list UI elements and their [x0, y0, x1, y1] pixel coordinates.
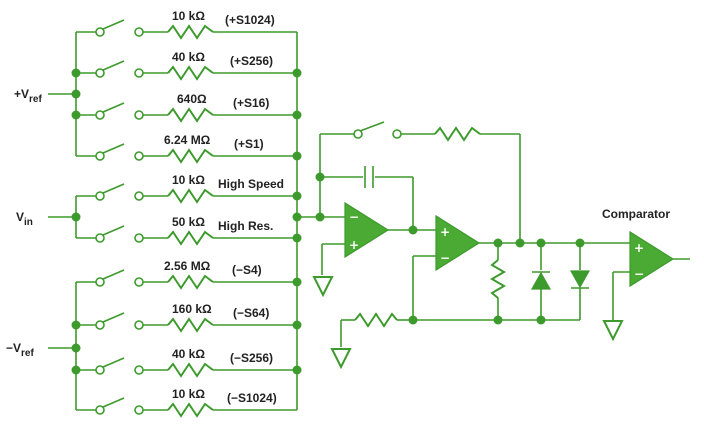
branch-row: 40 kΩ (+S256)	[76, 50, 297, 81]
branch-row: 10 kΩ (−S1024)	[76, 387, 297, 418]
branch-tag-label: (+S16)	[233, 96, 269, 110]
resistor-value-label: 640Ω	[177, 92, 207, 106]
branch-tag-label: (+S1024)	[225, 13, 275, 27]
amplifier-opamp-icon	[435, 214, 481, 272]
comparator-section: Comparator + −	[602, 207, 690, 342]
resistor-value-label: 40 kΩ	[172, 347, 205, 361]
resistor-icon	[167, 107, 214, 123]
resistor-value-label: 160 kΩ	[172, 302, 212, 316]
resistor-icon	[167, 148, 214, 164]
amplifier-section: + −	[330, 214, 630, 370]
branch-tag-label: (−S256)	[230, 351, 273, 365]
branch-tag-label: (−S1024)	[227, 391, 277, 405]
resistor-value-label: 10 kΩ	[172, 387, 205, 401]
switch-icon	[95, 102, 144, 120]
switch-icon	[95, 312, 144, 330]
summing-bus	[292, 32, 302, 410]
branch-tag-label: (+S256)	[230, 54, 273, 68]
ground-icon	[312, 276, 334, 298]
resistor-value-label: 10 kΩ	[172, 173, 205, 187]
switch-icon	[95, 357, 144, 375]
vin-label: Vin	[16, 210, 33, 228]
bottom-resistor-icon	[354, 312, 398, 328]
svg-text:−: −	[440, 251, 450, 265]
branch-row: 2.56 MΩ (−S4)	[76, 259, 297, 290]
switch-icon	[95, 225, 144, 243]
diode-icon	[530, 271, 552, 290]
resistor-icon	[167, 65, 214, 81]
switch-icon	[95, 143, 144, 161]
svg-text:+: +	[440, 225, 450, 239]
branch-row: 10 kΩ (+S1024)	[76, 9, 297, 40]
switch-icon	[95, 397, 144, 415]
branch-row: 160 kΩ (−S64)	[76, 302, 297, 333]
resistor-value-label: 10 kΩ	[172, 9, 205, 23]
resistor-icon	[167, 274, 214, 290]
capacitor-icon	[364, 166, 374, 188]
vref-positive-label: +Vref	[14, 87, 42, 105]
feedback-resistor-icon	[434, 126, 481, 142]
branch-row: 640Ω (+S16)	[76, 92, 297, 123]
ground-icon	[330, 348, 352, 370]
resistor-icon	[167, 362, 214, 378]
comparator-label: Comparator	[602, 207, 670, 221]
svg-text:−: −	[634, 267, 644, 281]
switch-icon	[95, 19, 144, 37]
resistor-icon	[167, 317, 214, 333]
svg-text:−: −	[349, 210, 359, 224]
branch-row: 10 kΩ High Speed	[76, 173, 297, 204]
svg-text:+: +	[634, 241, 644, 255]
vref-negative-label: −Vref	[6, 341, 34, 359]
branch-row: 50 kΩ High Res.	[76, 215, 297, 246]
resistor-icon	[167, 230, 214, 246]
integrator-opamp-icon	[344, 201, 390, 259]
branch-row: 40 kΩ (−S256)	[76, 347, 297, 378]
resistor-value-label: 6.24 MΩ	[164, 133, 211, 147]
resistor-value-label: 40 kΩ	[172, 50, 205, 64]
svg-text:+: +	[349, 238, 359, 252]
switch-icon	[95, 60, 144, 78]
resistor-value-label: 2.56 MΩ	[164, 259, 211, 273]
ground-icon	[602, 320, 624, 342]
branch-tag-label: High Res.	[218, 219, 273, 233]
input-branches: 10 kΩ (+S1024) 40 kΩ (+S256) 640Ω (+S16) 6.24 …	[76, 9, 297, 418]
input-rails	[48, 32, 81, 410]
resistor-icon	[167, 188, 214, 204]
resistor-icon	[167, 402, 214, 418]
comparator-opamp-icon	[629, 230, 675, 288]
switch-icon	[95, 269, 144, 287]
switch-icon	[95, 183, 144, 201]
branch-tag-label: (+S1)	[234, 137, 264, 151]
clamp-resistor-icon	[490, 259, 506, 299]
branch-tag-label: (−S4)	[232, 263, 262, 277]
integrator-section: − +	[297, 121, 521, 298]
branch-tag-label: (−S64)	[233, 306, 269, 320]
feedback-switch-icon	[353, 121, 402, 139]
branch-row: 6.24 MΩ (+S1)	[76, 133, 297, 164]
diode-icon	[569, 270, 591, 289]
branch-tag-label: High Speed	[218, 177, 284, 191]
resistor-value-label: 50 kΩ	[172, 215, 205, 229]
resistor-icon	[167, 24, 214, 40]
